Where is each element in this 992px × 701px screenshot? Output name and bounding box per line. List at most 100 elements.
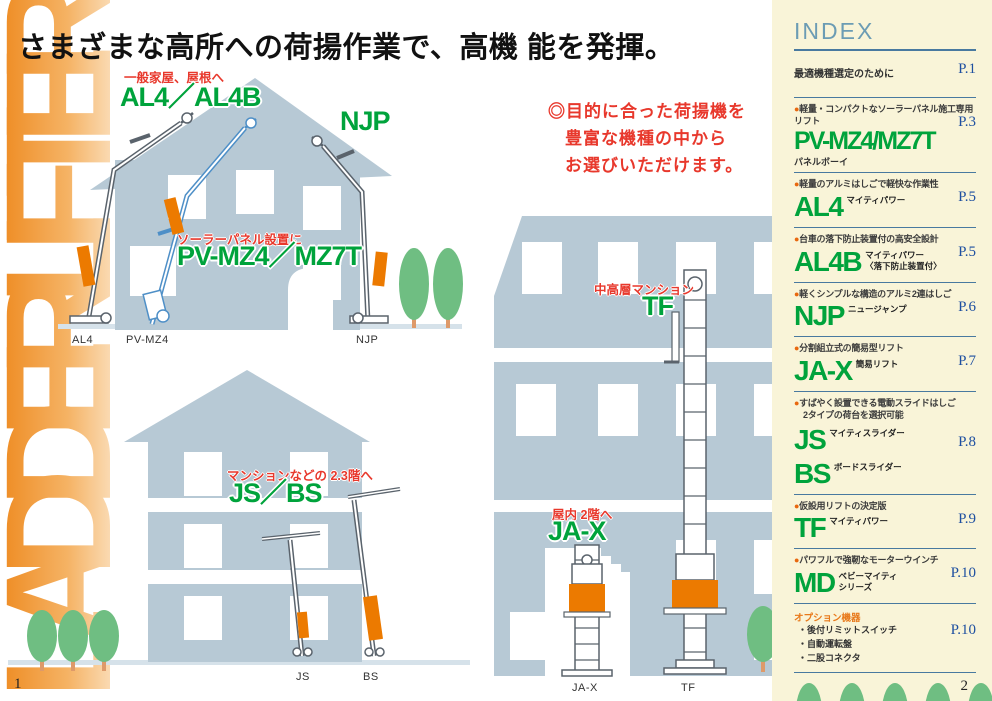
entry-tag: マイティパワー xyxy=(829,516,889,527)
trees-house1 xyxy=(399,248,463,328)
entry-tag: ベビーマイティ xyxy=(838,570,898,581)
index-entry-pv-mz4[interactable]: ●軽量・コンパクトなソーラーパネル施工専用リフト PV-MZ4/MZ7T パネル… xyxy=(794,98,976,174)
options-item: ・後付リミットスイッチ xyxy=(798,624,898,635)
index-heading: INDEX xyxy=(794,18,976,51)
index-intro-row[interactable]: 最適機種選定のために P.1 xyxy=(794,51,976,98)
index-entry-js-bs[interactable]: ●すばやく設置できる電動スライドはしご 2タイプの荷台を選択可能 JS マイティ… xyxy=(794,392,976,495)
ground-label-pvmz4: PV-MZ4 xyxy=(126,334,169,346)
index-intro-label: 最適機種選定のために xyxy=(794,69,894,80)
njp-carriage xyxy=(372,251,388,287)
entry-name: PV-MZ4/MZ7T xyxy=(794,127,937,156)
entry-name: AL4 xyxy=(794,191,844,223)
bullet-icon: ● xyxy=(794,555,800,566)
entry-desc: 台車の落下防止装置付の高安全設計 xyxy=(799,234,939,245)
bullet-icon: ● xyxy=(794,179,800,190)
entry-page: P.6 xyxy=(958,298,976,315)
building-2 xyxy=(124,370,370,662)
entry-desc: 仮設用リフトの決定版 xyxy=(799,500,887,511)
entry-page: P.10 xyxy=(950,565,976,582)
options-item: ・自動運転盤 xyxy=(798,638,853,649)
bs-carriage xyxy=(363,595,383,641)
building2-caption: マンションなどの 2.3階へ xyxy=(227,469,373,483)
tree-icon xyxy=(882,682,908,701)
house-door xyxy=(288,268,333,330)
entry-tag: ニュージャンプ xyxy=(847,304,907,315)
right-page-number: 2 xyxy=(960,678,969,694)
page-title: さまざまな高所への荷揚作業で、高機 能を発揮。 xyxy=(18,32,675,64)
index-entry-ja-x[interactable]: ●分割組立式の簡易型リフト JA-X 簡易リフト P.7 xyxy=(794,337,976,393)
bullet-icon: ● xyxy=(794,288,800,299)
entry-desc: 軽量・コンパクトなソーラーパネル施工専用リフト xyxy=(794,104,974,126)
entry-subname: パネルボーイ xyxy=(794,157,849,168)
options-item: ・二股コネクタ xyxy=(798,652,861,663)
left-page-number: 1 xyxy=(14,676,22,692)
al4-lift xyxy=(69,112,194,324)
tree-right xyxy=(747,606,772,672)
illustration-scene xyxy=(8,78,772,677)
tree-icon xyxy=(839,682,865,701)
entry-tag: マイティパワー xyxy=(846,195,906,206)
pv-mz4-lift xyxy=(142,117,257,325)
index-intro-page: P.1 xyxy=(958,61,976,77)
entry-tag2: シリーズ xyxy=(838,581,873,592)
ground-label-tf: TF xyxy=(681,682,696,694)
ground-label-njp: NJP xyxy=(356,334,379,346)
bullet-icon: ● xyxy=(794,343,800,354)
entry-name: MD xyxy=(794,566,836,598)
njp-product-name: NJP xyxy=(340,106,391,136)
bs-lift xyxy=(347,487,401,657)
tf-lift xyxy=(663,269,727,675)
ground-label-bs: BS xyxy=(363,671,379,683)
index-entry-tf[interactable]: ●仮設用リフトの決定版 TF マイティパワー P.9 xyxy=(794,495,976,550)
ground-label-js: JS xyxy=(296,671,310,683)
ja-x-lift xyxy=(561,544,613,677)
entry-page: P.7 xyxy=(958,353,976,370)
entry-name: JS xyxy=(794,423,827,455)
entry-name: NJP xyxy=(794,300,845,332)
promo-text: ◎目的に合った荷揚機を 豊富な機種の中から お選びいただけます。 xyxy=(548,102,746,176)
entry-name: AL4B xyxy=(794,245,863,277)
solar-product-name: PV-MZ4／MZ7T xyxy=(177,241,362,271)
pv-mz4-carriage xyxy=(163,197,185,235)
house1-caption: 一般家屋、屋根へ xyxy=(124,71,225,85)
jax-product-name: JA-X xyxy=(548,516,607,546)
tree-icon xyxy=(796,682,822,701)
trees-left xyxy=(27,610,119,671)
house1-product-name: AL4／AL4B xyxy=(120,82,262,112)
index-entry-md[interactable]: ●パワフルで強靭なモーターウインチ MD ベビーマイティ シリーズ P.10 xyxy=(794,549,976,604)
js-lift xyxy=(261,531,321,657)
entry-page: P.9 xyxy=(958,510,976,527)
entry-page: P.5 xyxy=(958,244,976,261)
index-panel: INDEX 最適機種選定のために P.1 ●軽量・コンパクトなソーラーパネル施工… xyxy=(772,0,992,701)
ground-label-jax: JA-X xyxy=(572,682,598,694)
entry-desc: 軽量のアルミはしごで軽快な作業性 xyxy=(799,179,939,190)
index-entry-al4[interactable]: ●軽量のアルミはしごで軽快な作業性 AL4 マイティパワー P.5 xyxy=(794,173,976,229)
entry-tag: マイティスライダー xyxy=(829,427,905,438)
entry-page: P.3 xyxy=(958,114,976,130)
entry-page: P.5 xyxy=(958,189,976,206)
index-entry-al4b[interactable]: ●台車の落下防止装置付の高安全設計 AL4B マイティパワー 〈落下防止装置付〉… xyxy=(794,228,976,283)
entry-desc2: 2タイプの荷台を選択可能 xyxy=(803,409,904,420)
al4-carriage xyxy=(76,245,96,287)
bullet-icon: ● xyxy=(794,500,800,511)
tf-product-name: TF xyxy=(642,291,674,321)
entry-tag: 簡易リフト xyxy=(855,359,899,370)
ja-x-carriage xyxy=(569,584,605,612)
bullet-icon: ● xyxy=(794,234,800,245)
entry-page: P.10 xyxy=(950,621,976,638)
index-entry-options[interactable]: オプション機器 ・後付リミットスイッチ ・自動運転盤 ・二股コネクタ P.10 xyxy=(794,604,976,673)
entry-desc: パワフルで強靭なモーターウインチ xyxy=(799,555,939,566)
options-title: オプション機器 xyxy=(794,612,861,624)
entry-name: JA-X xyxy=(794,355,853,387)
entry-tag2: ボードスライダー xyxy=(833,461,902,472)
entry-name2: BS xyxy=(794,457,831,489)
tf-carriage xyxy=(672,580,718,610)
index-entry-njp[interactable]: ●軽くシンプルな構造のアルミ2連はしご NJP ニュージャンプ P.6 xyxy=(794,283,976,338)
ground-line-2 xyxy=(8,660,470,665)
tree-icon xyxy=(925,682,951,701)
jax-caption: 屋内 2階へ xyxy=(552,508,613,522)
panel-trees xyxy=(794,682,992,701)
entry-name: TF xyxy=(794,512,827,544)
js-carriage xyxy=(296,611,310,639)
